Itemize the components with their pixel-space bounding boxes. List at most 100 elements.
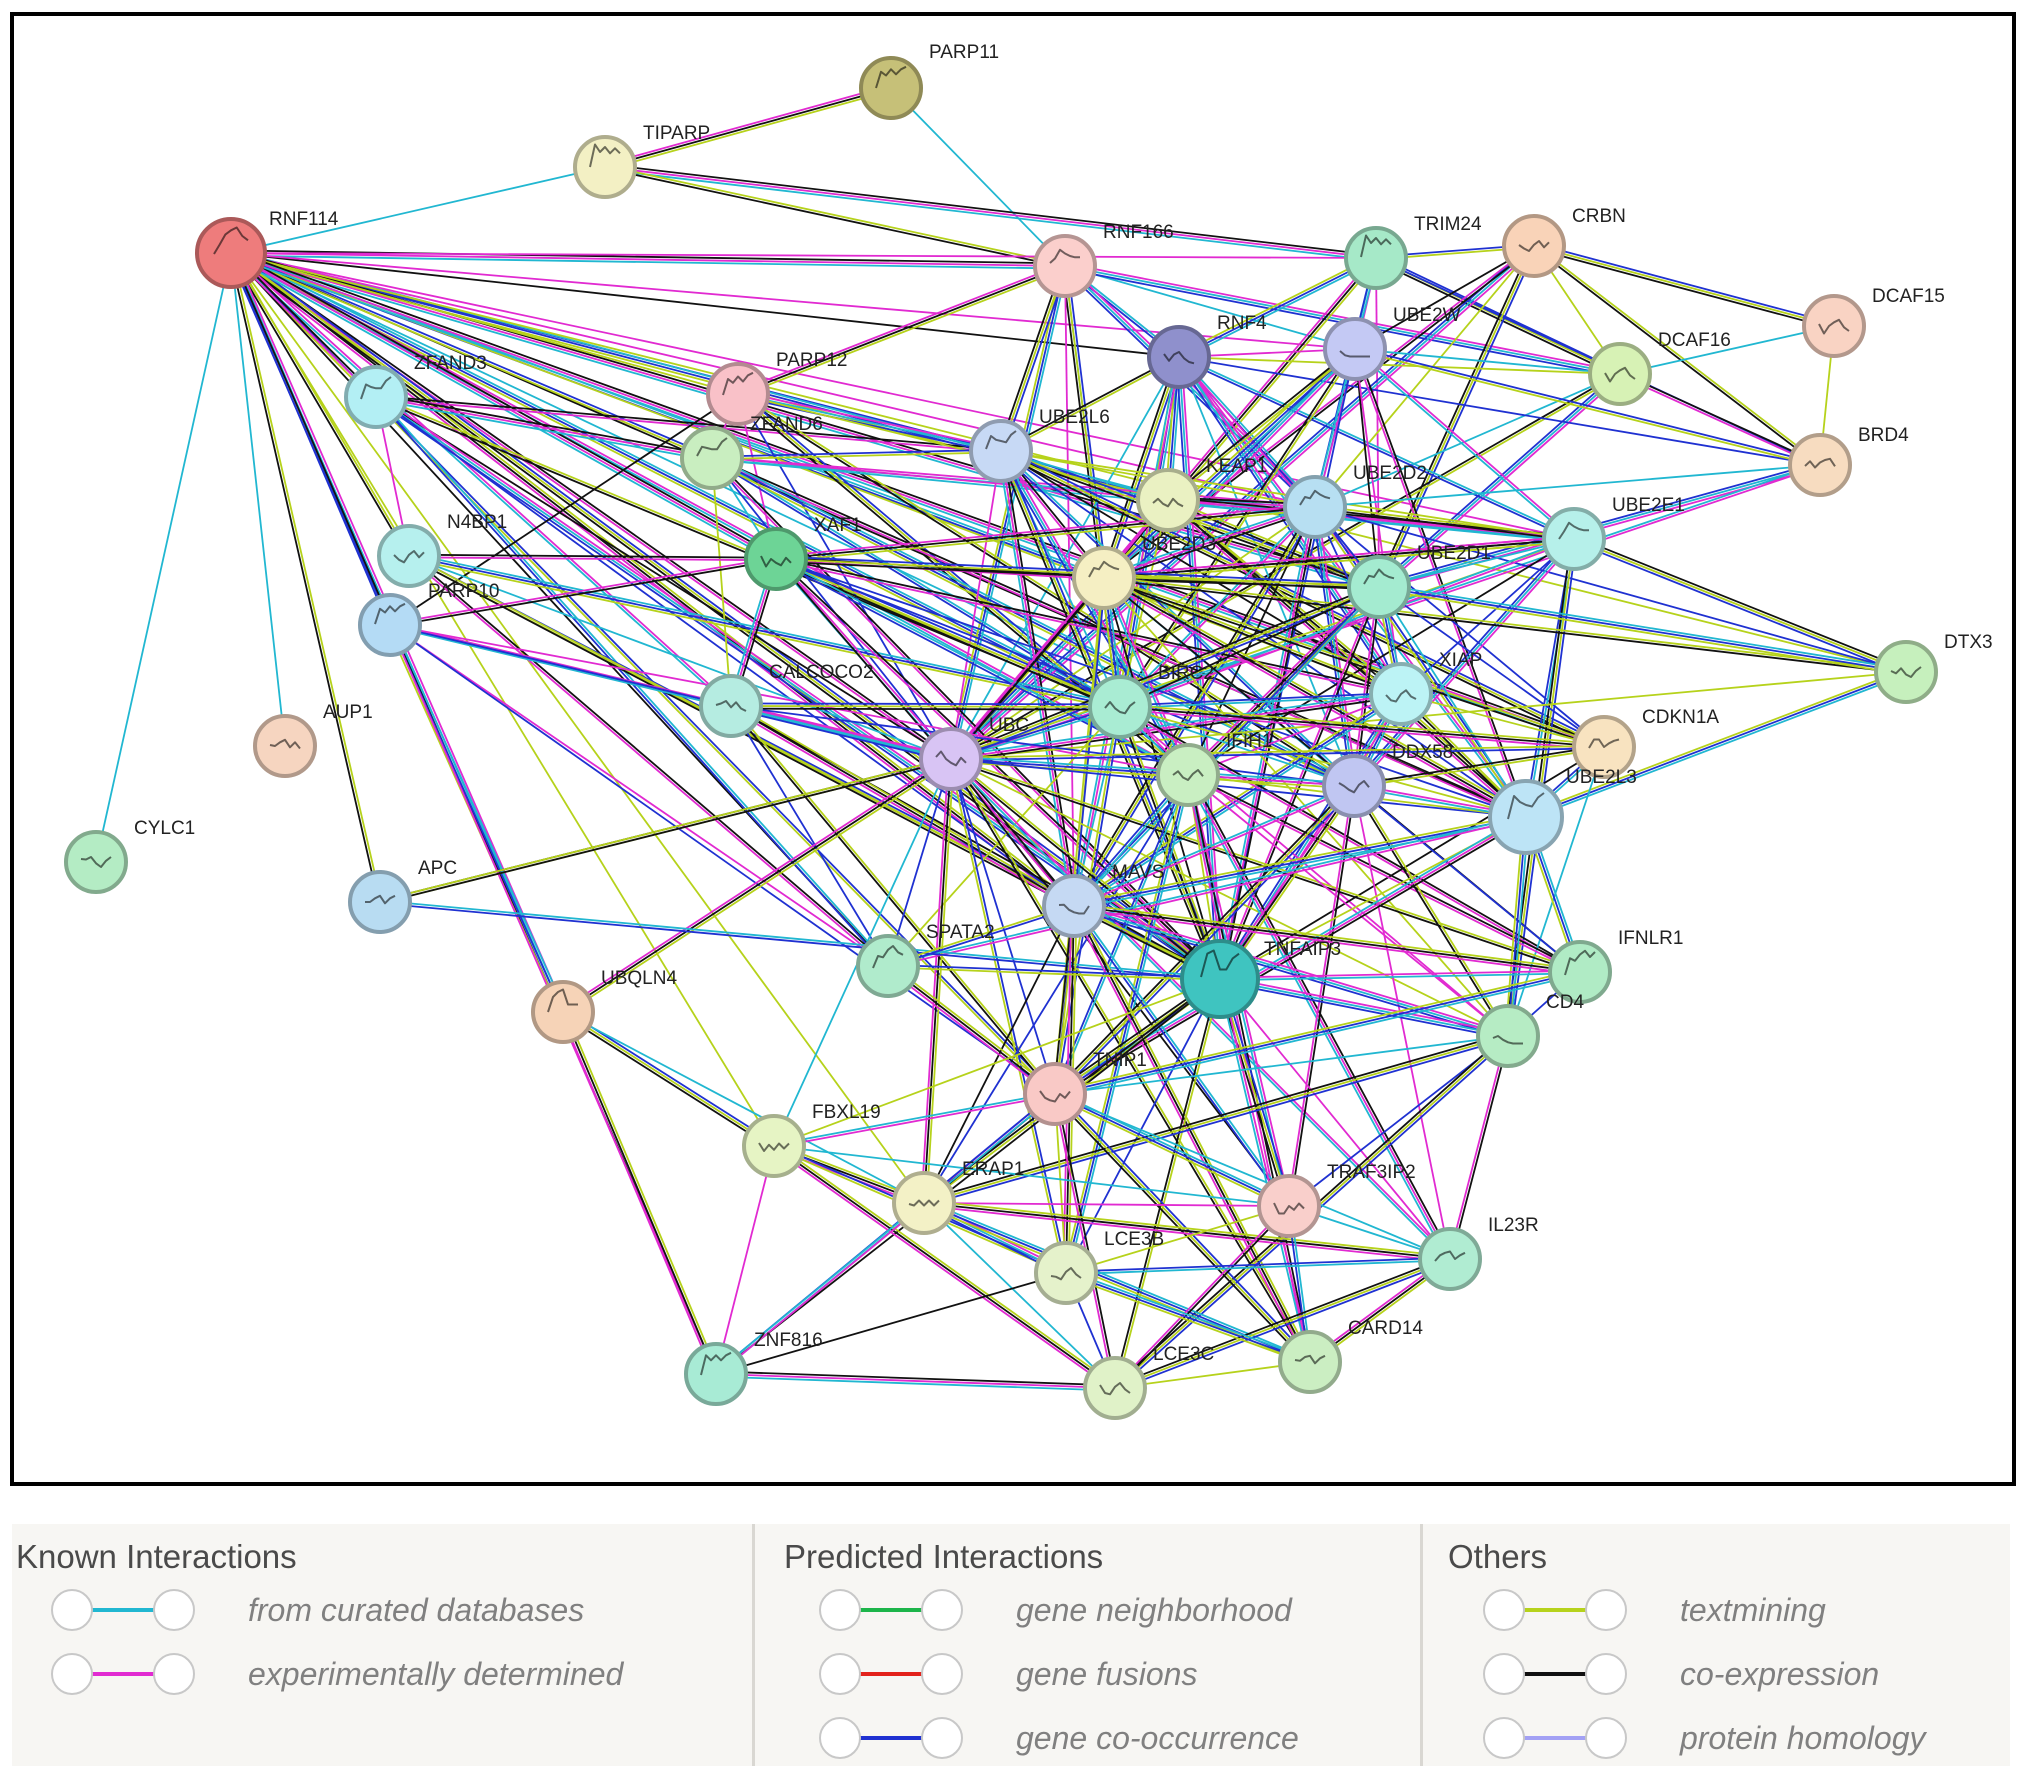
node-circle[interactable] [680,426,744,490]
node-circle[interactable] [1088,675,1152,739]
node-circle[interactable] [969,419,1033,483]
node-trim24[interactable]: TRIM24 [1344,214,1482,290]
node-circle[interactable] [348,870,412,934]
node-circle[interactable] [684,1342,748,1406]
node-ube2d1[interactable]: UBE2D1 [1347,543,1491,619]
node-circle[interactable] [1156,743,1220,807]
protein-structure-icon [1104,701,1136,715]
node-circle[interactable] [531,980,595,1044]
node-circle[interactable] [742,1114,806,1178]
node-zfand6[interactable]: ZFAND6 [680,414,823,490]
node-ubc[interactable]: UBC [919,715,1029,791]
node-lce3b[interactable]: LCE3B [1034,1229,1164,1305]
node-erap1[interactable]: ERAP1 [892,1159,1024,1235]
node-circle[interactable] [1033,234,1097,298]
node-circle[interactable] [1588,342,1652,406]
node-ubqln4[interactable]: UBQLN4 [531,968,677,1044]
node-dcaf16[interactable]: DCAF16 [1588,330,1731,406]
node-il23r[interactable]: IL23R [1418,1215,1539,1291]
node-brd4[interactable]: BRD4 [1788,425,1909,497]
node-circle[interactable] [1323,317,1387,381]
edge-line [562,1011,925,1204]
node-circle[interactable] [1042,874,1106,938]
node-zfand3[interactable]: ZFAND3 [344,353,487,429]
node-circle[interactable] [1283,475,1347,539]
node-circle[interactable] [1023,1062,1087,1126]
node-circle[interactable] [253,714,317,778]
node-circle[interactable] [358,593,422,657]
node-circle[interactable] [744,527,808,591]
node-ifih1[interactable]: IFIH1 [1156,731,1272,807]
node-circle[interactable] [1548,940,1612,1004]
node-circle[interactable] [1147,325,1211,389]
node-ube2l6[interactable]: UBE2L6 [969,407,1110,483]
node-crbn[interactable]: CRBN [1502,206,1626,278]
node-circle[interactable] [859,56,923,120]
node-aup1[interactable]: AUP1 [253,702,373,778]
node-ube2l3[interactable]: UBE2L3 [1488,767,1637,855]
node-dcaf15[interactable]: DCAF15 [1802,286,1945,358]
node-fbxl19[interactable]: FBXL19 [742,1102,881,1178]
node-tiparp[interactable]: TIPARP [573,123,710,199]
node-cd4[interactable]: CD4 [1476,992,1584,1068]
node-znf816[interactable]: ZNF816 [684,1330,823,1406]
node-traf3ip2[interactable]: TRAF3IP2 [1257,1162,1416,1238]
node-parp12[interactable]: PARP12 [706,350,847,426]
node-ube2e1[interactable]: UBE2E1 [1542,495,1685,571]
node-circle[interactable] [1322,754,1386,818]
node-circle[interactable] [919,727,983,791]
node-cylc1[interactable]: CYLC1 [64,818,195,894]
node-circle[interactable] [1072,546,1136,610]
node-circle[interactable] [1418,1227,1482,1291]
node-ddx58[interactable]: DDX58 [1322,742,1453,818]
node-tnfaip3[interactable]: TNFAIP3 [1180,939,1341,1019]
node-ube2w[interactable]: UBE2W [1323,305,1461,381]
node-circle[interactable] [1788,433,1852,497]
node-circle[interactable] [856,934,920,998]
edge-xiap-ifih1 [1187,693,1402,776]
edge-spata2-tnfaip3 [887,963,1221,982]
node-label: LCE3C [1153,1344,1214,1365]
edge-line [1353,785,1581,973]
node-birc2[interactable]: BIRC2 [1088,663,1214,739]
node-circle[interactable] [1542,507,1606,571]
node-card14[interactable]: CARD14 [1278,1318,1423,1394]
node-circle[interactable] [706,362,770,426]
node-circle[interactable] [344,365,408,429]
node-calcoco2[interactable]: CALCOCO2 [699,662,874,738]
node-spata2[interactable]: SPATA2 [856,922,995,998]
edge-apc-ubc [379,756,952,905]
node-lce3c[interactable]: LCE3C [1083,1344,1214,1420]
node-circle[interactable] [1476,1004,1540,1068]
node-circle[interactable] [1180,939,1260,1019]
node-circle[interactable] [1874,640,1938,704]
node-ube2d3[interactable]: UBE2D3 [1072,534,1216,610]
edge-line [1054,1035,1509,1095]
node-ifnlr1[interactable]: IFNLR1 [1548,928,1683,1004]
node-circle[interactable] [1488,779,1564,855]
node-circle[interactable] [1347,555,1411,619]
node-ube2d2[interactable]: UBE2D2 [1283,463,1427,539]
node-xiap[interactable]: XIAP [1369,650,1482,726]
node-circle[interactable] [1136,468,1200,532]
node-label: UBE2D2 [1353,463,1427,484]
node-circle[interactable] [1278,1330,1342,1394]
node-n4bp1[interactable]: N4BP1 [377,512,507,588]
node-xaf1[interactable]: XAF1 [744,515,862,591]
node-apc[interactable]: APC [348,858,457,934]
node-parp11[interactable]: PARP11 [859,42,999,120]
node-cdkn1a[interactable]: CDKN1A [1572,707,1719,779]
node-keap1[interactable]: KEAP1 [1136,456,1267,532]
node-mavs[interactable]: MAVS [1042,862,1164,938]
edge-line [1219,972,1581,982]
node-rnf4[interactable]: RNF4 [1147,313,1267,389]
edge-ube2d2-ube2d3 [1102,503,1317,582]
node-circle[interactable] [195,217,267,289]
node-parp10[interactable]: PARP10 [358,581,499,657]
node-tnip1[interactable]: TNIP1 [1023,1050,1147,1126]
node-rnf166[interactable]: RNF166 [1033,222,1174,298]
node-circle[interactable] [892,1171,956,1235]
node-rnf114[interactable]: RNF114 [195,209,339,289]
node-dtx3[interactable]: DTX3 [1874,632,1993,704]
node-circle[interactable] [1802,294,1866,358]
